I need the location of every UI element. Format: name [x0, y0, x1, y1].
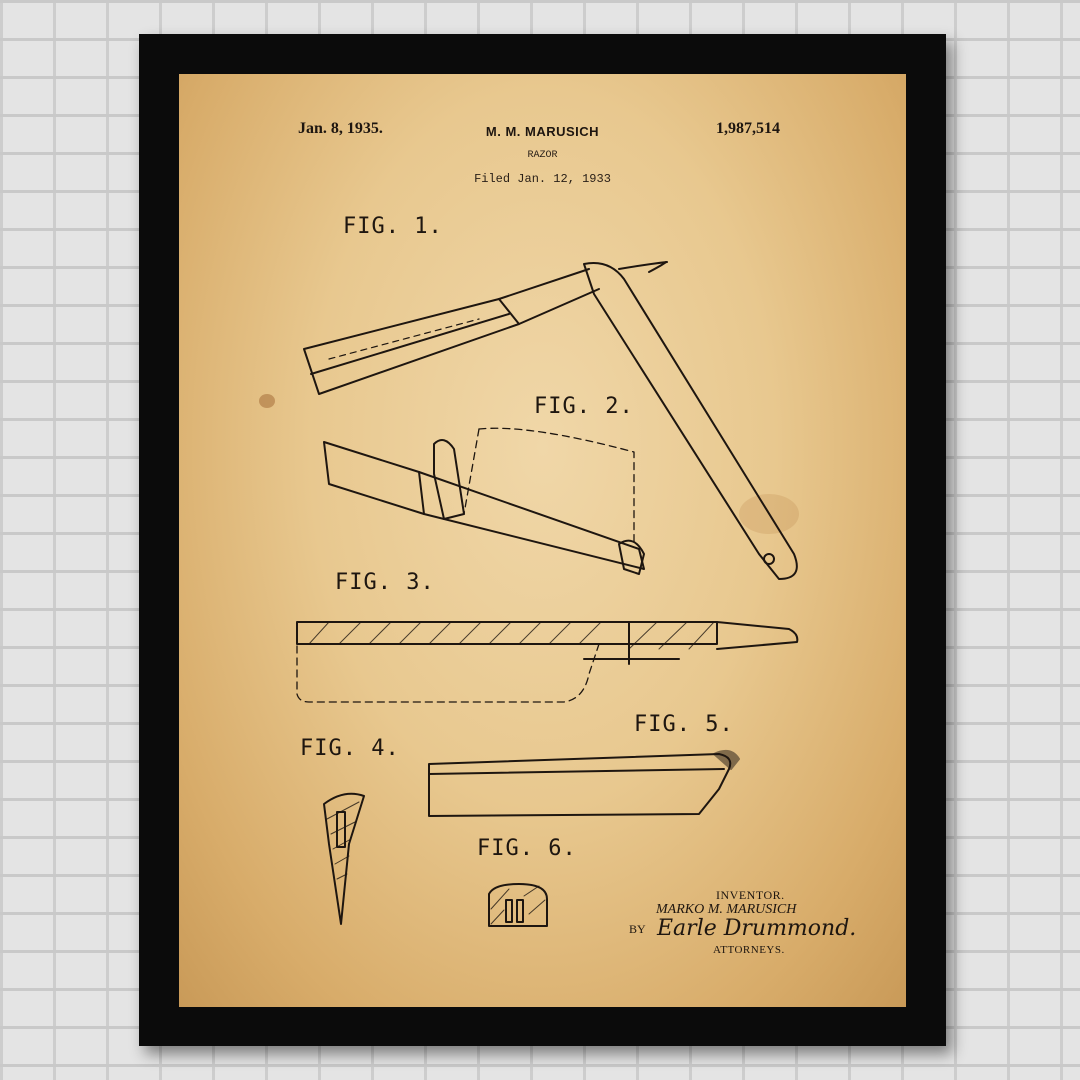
patent-subject: RAZOR — [527, 150, 558, 161]
patent-print: Jan. 8, 1935. M. M. MARUSICH 1,987,514 R… — [179, 74, 906, 1007]
attorneys-label: ATTORNEYS. — [713, 944, 785, 956]
patent-date: Jan. 8, 1935. — [298, 120, 383, 137]
patent-number: 1,987,514 — [716, 120, 780, 137]
by-label: BY — [629, 922, 646, 936]
inventor-name: MARKO M. MARUSICH — [656, 902, 797, 917]
fig-1-label: FIG. 1. — [343, 214, 443, 239]
patent-filed-date: Filed Jan. 12, 1933 — [474, 172, 611, 186]
fig-5-label: FIG. 5. — [634, 712, 734, 737]
fig-3-label: FIG. 3. — [335, 570, 435, 595]
fig-5-side-drawing — [428, 749, 740, 817]
fig-2-label: FIG. 2. — [534, 394, 634, 419]
fig-3-section-drawing — [296, 621, 799, 703]
patent-inventor-header: M. M. MARUSICH — [485, 124, 600, 139]
paper-stain — [259, 394, 275, 408]
fig-6-section-drawing — [488, 883, 548, 927]
fig-2-detail-drawing — [323, 427, 645, 575]
fig-4-section-drawing — [323, 792, 365, 925]
attorney-signature: Earle Drummond. — [657, 916, 857, 941]
fig-1-razor-drawing — [303, 261, 798, 580]
patent-drawings — [296, 261, 799, 927]
fig-6-label: FIG. 6. — [477, 836, 577, 861]
inventor-title: INVENTOR. — [716, 888, 785, 902]
fig-4-label: FIG. 4. — [300, 736, 400, 761]
